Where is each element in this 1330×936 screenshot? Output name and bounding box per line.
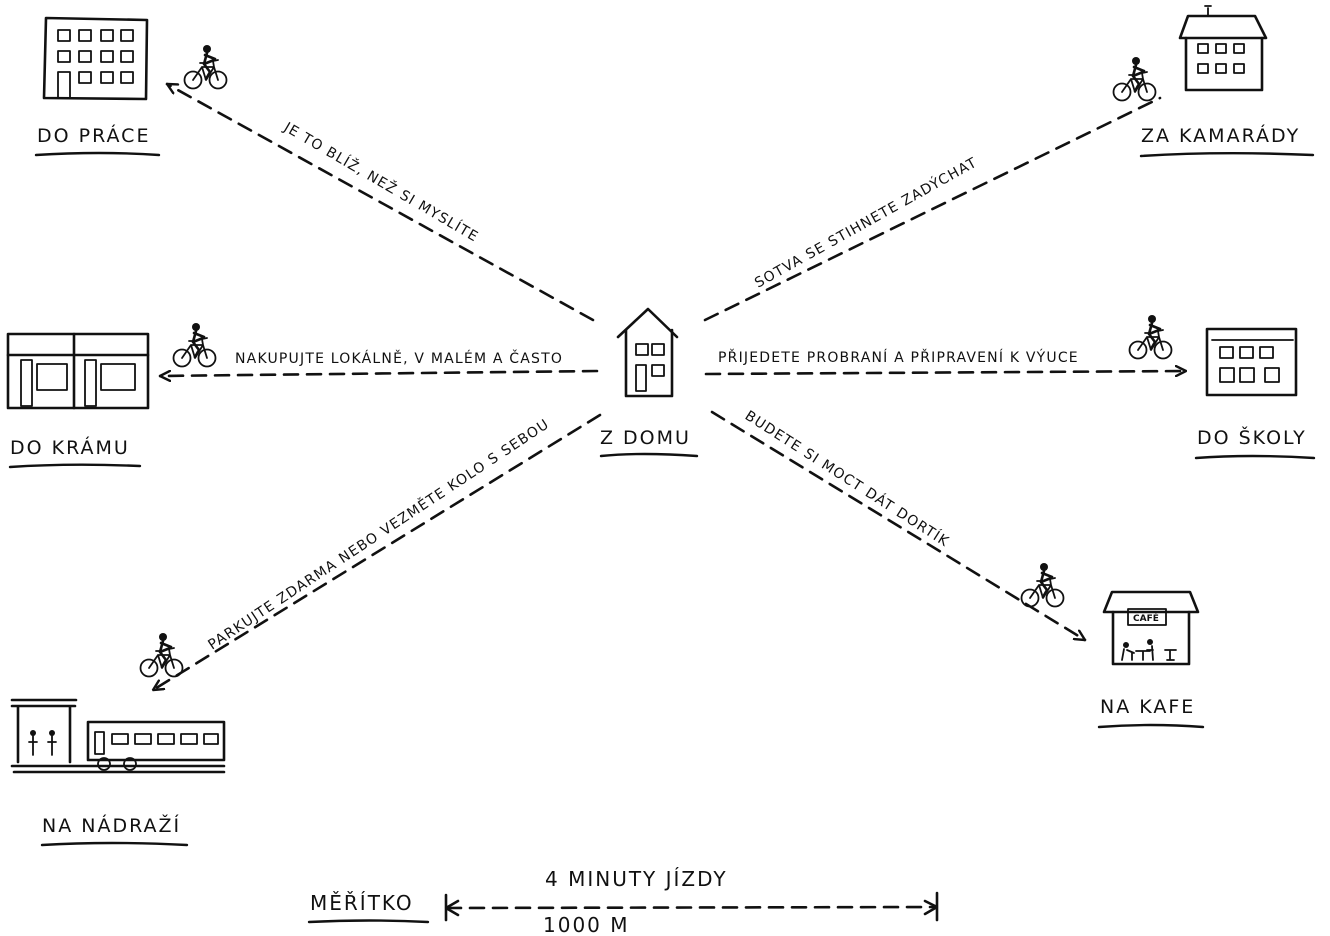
center-underline (599, 452, 699, 458)
station-underline (40, 841, 189, 847)
cyclist-icon (1112, 55, 1157, 102)
school-icon (1205, 327, 1298, 397)
cyclist-icon (1020, 561, 1065, 608)
scale-label: MĚŘÍTKO (310, 891, 414, 915)
route-line-work (165, 82, 595, 322)
route-text-shop: NAKUPUJTE LOKÁLNĚ, V MALÉM A ČASTO (235, 349, 563, 367)
train-station-icon (10, 698, 226, 774)
work-underline (34, 151, 161, 157)
cafe-underline (1097, 723, 1205, 729)
station-label: NA NÁDRAŽÍ (42, 814, 181, 837)
cyclist-icon (139, 631, 184, 678)
route-line-station (151, 413, 602, 692)
scale-bar (444, 891, 939, 922)
route-line-cafe (710, 410, 1087, 642)
route-text-cafe: BUDETE SI MOCT DÁT DORTÍK (742, 408, 952, 551)
office-building-icon (42, 16, 149, 101)
cyclist-icon (183, 43, 228, 90)
shop-icon (6, 332, 150, 410)
route-text-station: PARKUJTE ZDARMA NEBO VEZMĚTE KOLO S SEBO… (205, 416, 552, 653)
route-text-school: PŘIJEDETE PROBRANÍ A PŘIPRAVENÍ K VÝUCE (718, 349, 1079, 366)
school-underline (1194, 454, 1316, 460)
cafe-icon: CAFÉ (1102, 590, 1200, 666)
route-line-school (704, 371, 1188, 374)
center-label: Z DOMU (600, 427, 691, 449)
route-line-shop (158, 369, 599, 376)
scale-distance: 1000 M (543, 913, 630, 936)
route-line-friends (703, 96, 1162, 322)
cyclist-icon (1128, 313, 1173, 360)
shop-underline (8, 463, 142, 469)
cyclist-icon (172, 321, 217, 368)
shop-label: DO KRÁMU (10, 436, 130, 459)
work-label: DO PRÁCE (37, 124, 150, 147)
scale-label-underline (307, 919, 430, 924)
cafe-sign-text: CAFÉ (1133, 612, 1159, 624)
scale-time: 4 MINUTY JÍZDY (545, 867, 728, 891)
cafe-label: NA KAFE (1100, 696, 1195, 718)
route-text-friends: SOTVA SE STIHNETE ZADÝCHAT (752, 155, 980, 292)
route-text-work: JE TO BLÍŽ, NEŽ SI MYSLÍTE (280, 119, 481, 246)
school-label: DO ŠKOLY (1197, 425, 1307, 449)
apartment-house-icon (1178, 5, 1268, 92)
route-lines (151, 82, 1188, 692)
friends-label: ZA KAMARÁDY (1141, 124, 1300, 147)
house-icon (616, 307, 679, 398)
friends-underline (1139, 152, 1315, 158)
